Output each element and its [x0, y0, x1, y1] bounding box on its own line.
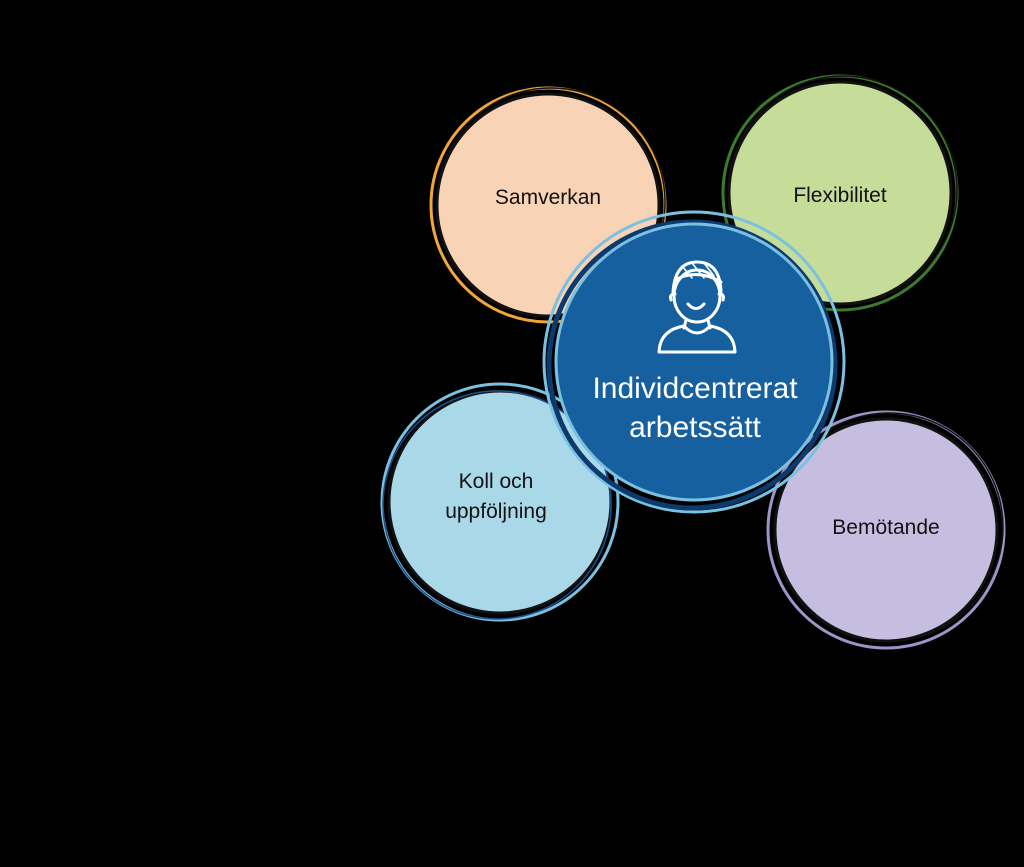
bubble-koll-label-line1: Koll och	[459, 470, 534, 493]
center-bubble: Individcentrerat arbetssätt	[542, 210, 846, 514]
bubble-bemotande-sketch	[774, 412, 1004, 642]
bubble-flexibilitet-label: Flexibilitet	[793, 184, 887, 207]
center-bubble-dark-ring	[546, 219, 838, 511]
center-bubble-outer-ring	[542, 210, 846, 514]
center-label-line2: arbetssätt	[629, 411, 761, 444]
bubble-bemotande-label: Bemötande	[832, 516, 939, 539]
bubble-koll-label-line2: uppföljning	[445, 500, 547, 523]
center-label-line1: Individcentrerat	[592, 372, 798, 405]
bubble-koll-ring	[380, 382, 620, 622]
bubble-koll-och-uppfoljning: Koll och uppföljning	[380, 382, 620, 622]
bubble-bemotande: Bemötande	[766, 410, 1006, 650]
bubble-samverkan-label: Samverkan	[495, 186, 601, 209]
bubble-koll-sketch	[382, 390, 612, 620]
bubble-bemotande-ring	[766, 410, 1006, 650]
bubble-flexibilitet-sketch	[728, 75, 958, 305]
center-bubble-fill	[554, 222, 834, 502]
bubble-flexibilitet: Flexibilitet	[721, 74, 959, 312]
person-icon	[657, 260, 737, 354]
